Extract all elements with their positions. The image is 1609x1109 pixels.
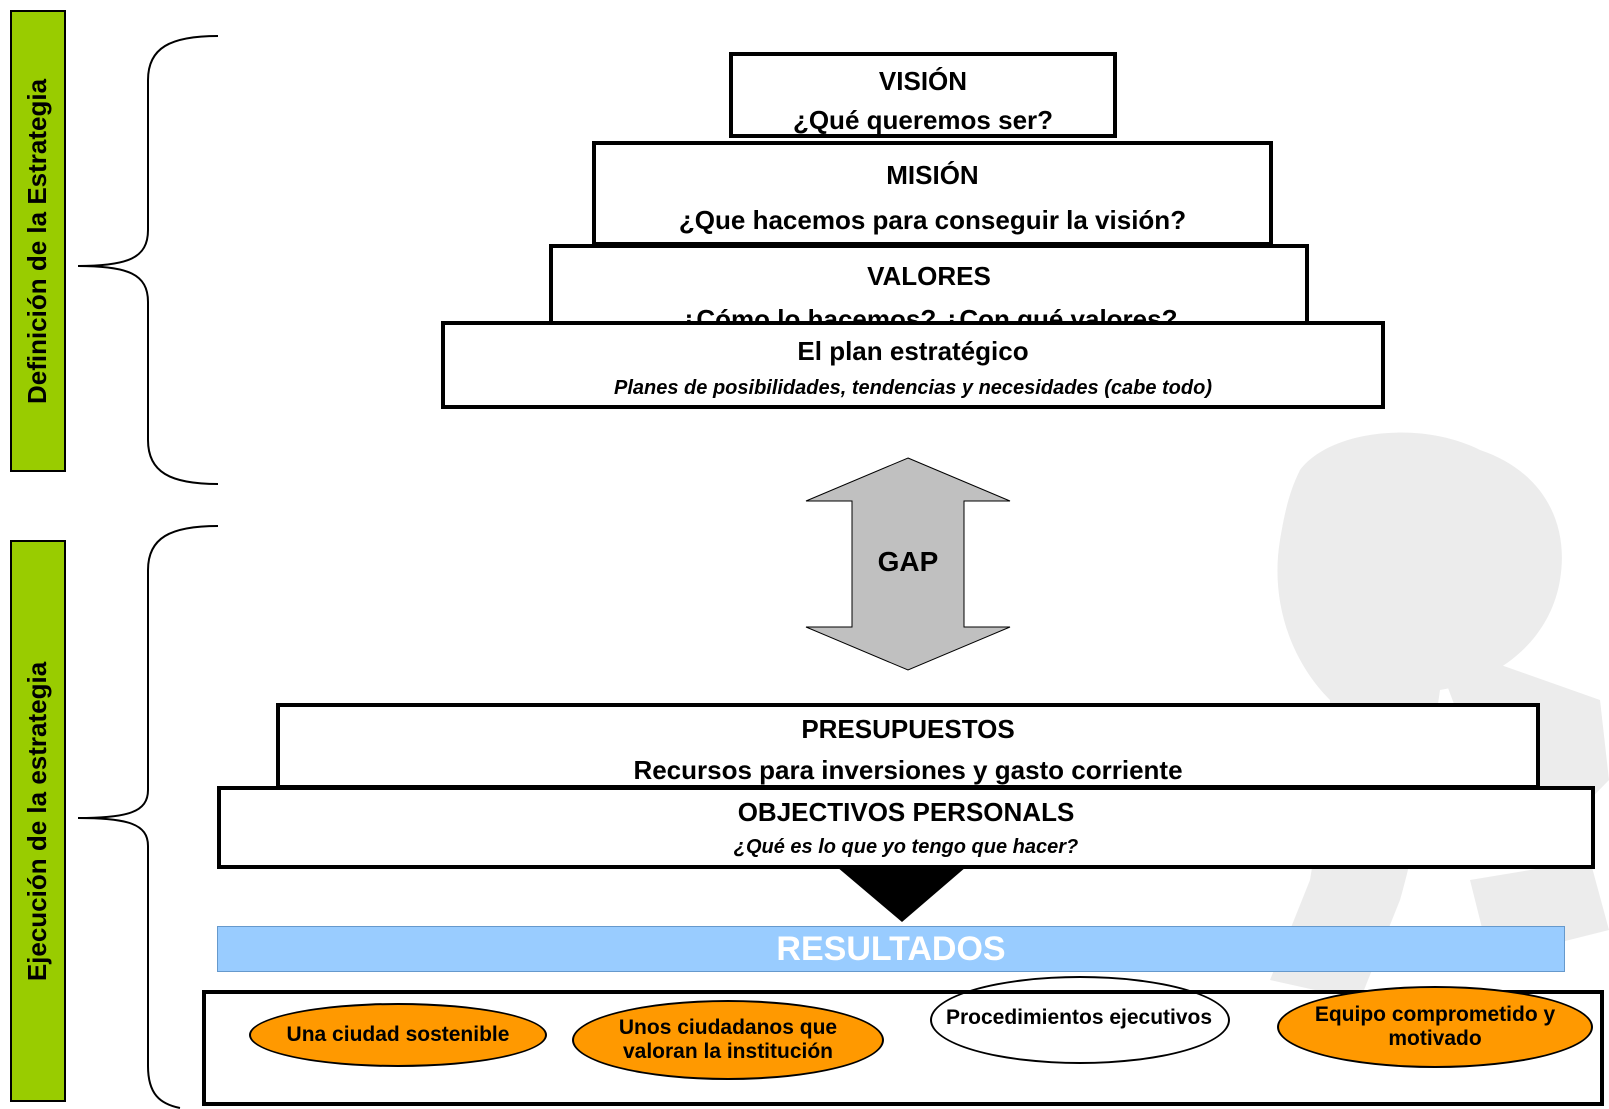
presupuestos-title: PRESUPUESTOS [801, 714, 1015, 744]
vision-box: VISIÓN ¿Qué queremos ser? [729, 52, 1117, 138]
mision-box: MISIÓN ¿Que hacemos para conseguir la vi… [592, 141, 1273, 246]
execution-label: Ejecución de la estrategia [22, 661, 53, 981]
plan-box: El plan estratégico Planes de posibilida… [441, 321, 1385, 409]
objetivos-title: OBJECTIVOS PERSONALS [737, 797, 1075, 827]
plan-subtitle: Planes de posibilidades, tendencias y ne… [614, 376, 1212, 399]
gap-label: GAP [877, 546, 939, 577]
resultados-bar: RESULTADOS [217, 926, 1565, 972]
objetivos-subtitle: ¿Qué es lo que yo tengo que hacer? [733, 835, 1079, 858]
vision-title: VISIÓN [878, 66, 968, 96]
presupuestos-subtitle: Recursos para inversiones y gasto corrie… [633, 754, 1183, 785]
result-oval-ciudadanos: Unos ciudadanos que valoran la instituci… [572, 1000, 884, 1080]
execution-sidebar: Ejecución de la estrategia [10, 540, 66, 1102]
mision-question: ¿Que hacemos para conseguir la visión? [678, 204, 1187, 235]
result-oval-procedimientos [930, 976, 1230, 1064]
plan-title: El plan estratégico [797, 336, 1029, 366]
execution-brace [77, 525, 219, 1109]
result-oval-ciudad: Una ciudad sostenible [249, 1003, 547, 1067]
definition-sidebar: Definición de la Estrategia [10, 10, 66, 472]
mision-title: MISIÓN [886, 160, 979, 190]
valores-title: VALORES [867, 261, 991, 291]
down-triangle-arrow [837, 867, 966, 922]
result-oval-equipo: Equipo comprometido y motivado [1277, 986, 1593, 1068]
objetivos-box: OBJECTIVOS PERSONALS ¿Qué es lo que yo t… [217, 786, 1595, 869]
definition-label: Definición de la Estrategia [22, 78, 53, 404]
definition-brace [77, 35, 219, 485]
presupuestos-box: PRESUPUESTOS Recursos para inversiones y… [276, 703, 1540, 789]
vision-question: ¿Qué queremos ser? [792, 104, 1054, 135]
gap-arrow [805, 457, 1011, 671]
